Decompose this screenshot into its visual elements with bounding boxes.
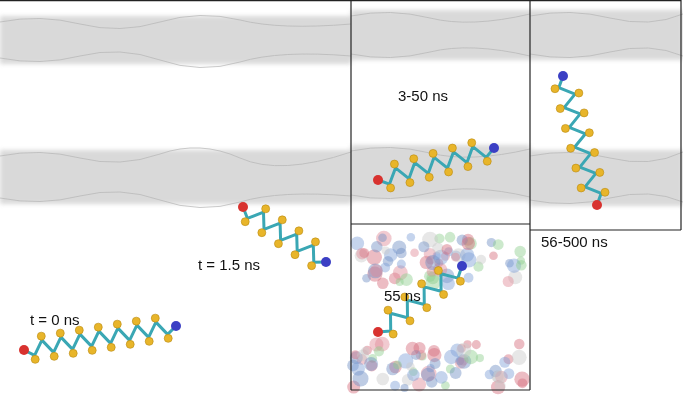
lipid-bead (410, 248, 419, 257)
lipid-bead (406, 362, 415, 371)
lipid-bead (376, 373, 389, 386)
lipid-bead (493, 239, 504, 250)
lipid-bead (371, 241, 383, 253)
lipid-bead (370, 264, 383, 277)
lipid-bead (374, 346, 384, 356)
lipid-bead (512, 350, 527, 365)
peptide-helices (19, 71, 609, 363)
lipid-bead (476, 255, 486, 265)
lipid-bead (397, 260, 406, 269)
lipid-bead (353, 371, 369, 387)
lipid-bead (442, 244, 453, 255)
time-label: 3-50 ns (398, 88, 448, 105)
lipid-bead (503, 276, 514, 287)
lipid-bead (356, 248, 368, 260)
lipid-bead (368, 264, 383, 279)
lipid-bead (407, 369, 419, 381)
lipid-bead (400, 384, 408, 392)
lipid-bead (451, 253, 460, 262)
lipid-bead (390, 381, 400, 391)
lipid-bead (396, 248, 407, 259)
lipid-bead (393, 360, 402, 369)
colored-membrane (347, 231, 530, 395)
membrane-texture (0, 12, 683, 207)
time-label: t = 0 ns (30, 312, 80, 329)
lipid-bead (418, 241, 429, 252)
time-label: t = 1.5 ns (198, 257, 260, 274)
lipid-bead (378, 233, 387, 242)
lipid-bead (514, 246, 526, 258)
lipid-bead (442, 277, 455, 290)
time-label: 55 ns (384, 288, 421, 305)
lipid-bead (407, 233, 415, 241)
lipid-bead (406, 342, 419, 355)
lipid-bead (489, 251, 498, 260)
lipid-bead (435, 371, 448, 384)
lipid-bead (381, 246, 389, 254)
time-label: 56-500 ns (541, 234, 608, 251)
lipid-bead (499, 357, 510, 368)
lipid-bead (462, 237, 475, 250)
peptide-helix (551, 71, 609, 210)
lipid-bead (514, 339, 525, 350)
lipid-bead (518, 378, 528, 388)
lipid-bead (472, 340, 481, 349)
peptide-helix (373, 261, 467, 338)
lipid-bead (430, 358, 441, 369)
lipid-bead (450, 367, 462, 379)
peptide-helix (373, 139, 499, 192)
lipid-bead (364, 357, 378, 371)
membrane (0, 10, 683, 206)
lipid-bead (421, 368, 435, 382)
lipid-bead (516, 260, 527, 271)
lipid-bead (456, 343, 471, 358)
panel-border (0, 0, 681, 390)
lipid-bead (400, 273, 413, 286)
lipid-bead (445, 232, 456, 243)
lipid-bead (491, 380, 505, 394)
lipid-bead (361, 347, 370, 356)
lipid-bead (464, 273, 474, 283)
